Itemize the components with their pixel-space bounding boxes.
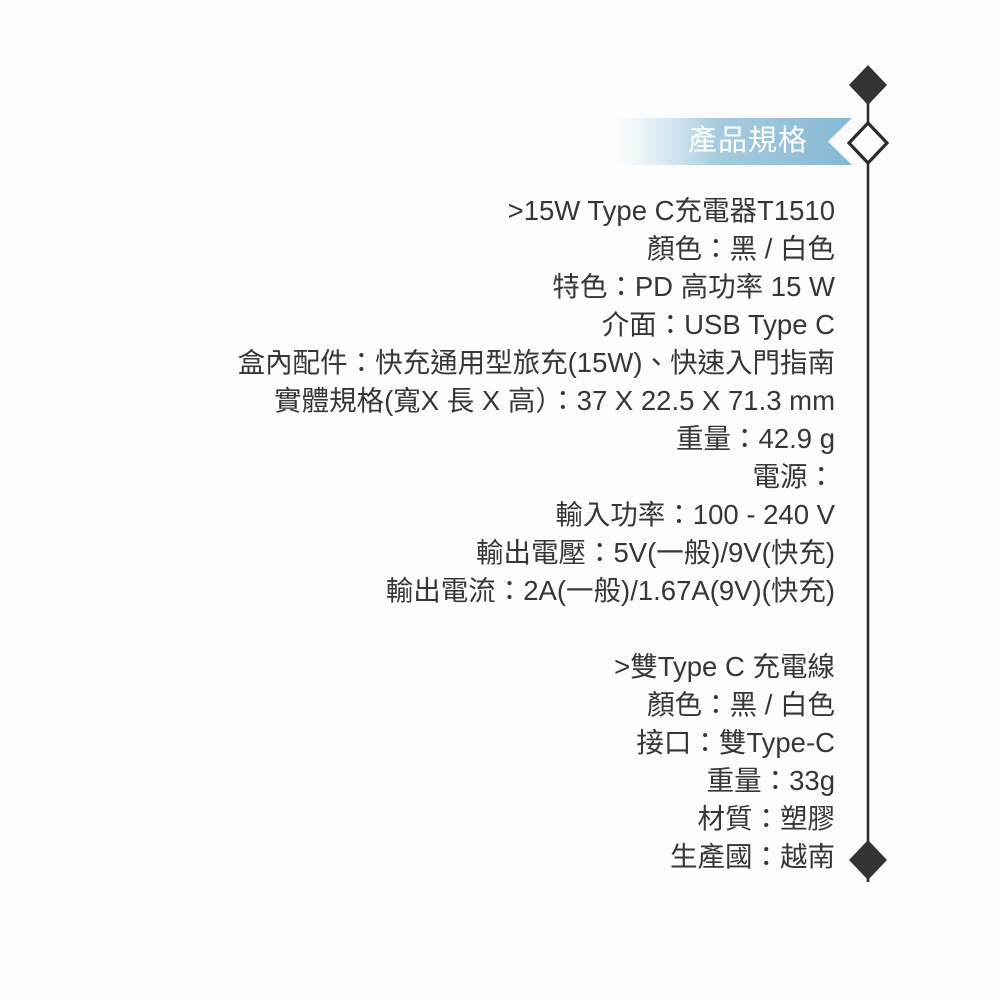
cable-heading: >雙Type C 充電線	[614, 651, 835, 682]
spec-line: 接口：雙Type-C	[636, 727, 835, 758]
spec-line: 輸出電壓：5V(一般)/9V(快充)	[475, 537, 835, 568]
charger-spec-group: >15W Type C充電器T1510 顏色：黑 / 白色 特色：PD 高功率 …	[145, 192, 835, 610]
spec-line: 實體規格(寬X 長 X 高）：37 X 22.5 X 71.3 mm	[274, 385, 835, 416]
filled-diamond-icon-bottom	[849, 840, 887, 880]
spec-line: 盒內配件：快充通用型旅充(15W)、快速入門指南	[237, 347, 835, 378]
banner-background	[604, 118, 852, 165]
decorative-rail	[845, 60, 895, 900]
specification-text-block: >15W Type C充電器T1510 顏色：黑 / 白色 特色：PD 高功率 …	[145, 192, 835, 876]
filled-diamond-icon	[849, 65, 887, 105]
charger-heading: >15W Type C充電器T1510	[507, 195, 835, 226]
section-banner: 產品規格	[604, 118, 852, 165]
spec-line: 重量：33g	[706, 765, 835, 796]
section-spacer	[145, 610, 835, 648]
outlined-diamond-icon	[846, 120, 890, 166]
banner-shape-svg	[604, 118, 852, 165]
spec-line: 電源：	[752, 461, 836, 492]
spec-line: 顏色：黑 / 白色	[647, 689, 835, 720]
spec-line: 輸入功率：100 - 240 V	[555, 499, 835, 530]
spec-line: 介面：USB Type C	[601, 309, 835, 340]
spec-line: 輸出電流：2A(一般)/1.67A(9V)(快充)	[385, 575, 835, 606]
spec-line: 顏色：黑 / 白色	[647, 233, 835, 264]
spec-line: 特色：PD 高功率 15 W	[552, 271, 835, 302]
banner-title: 產品規格	[687, 125, 808, 157]
rail-svg	[846, 65, 890, 882]
cable-spec-group: >雙Type C 充電線 顏色：黑 / 白色 接口：雙Type-C 重量：33g…	[145, 648, 835, 876]
spec-line: 材質：塑膠	[697, 803, 836, 834]
spec-line: 重量：42.9 g	[676, 423, 835, 454]
spec-line: 生產國：越南	[670, 841, 835, 872]
